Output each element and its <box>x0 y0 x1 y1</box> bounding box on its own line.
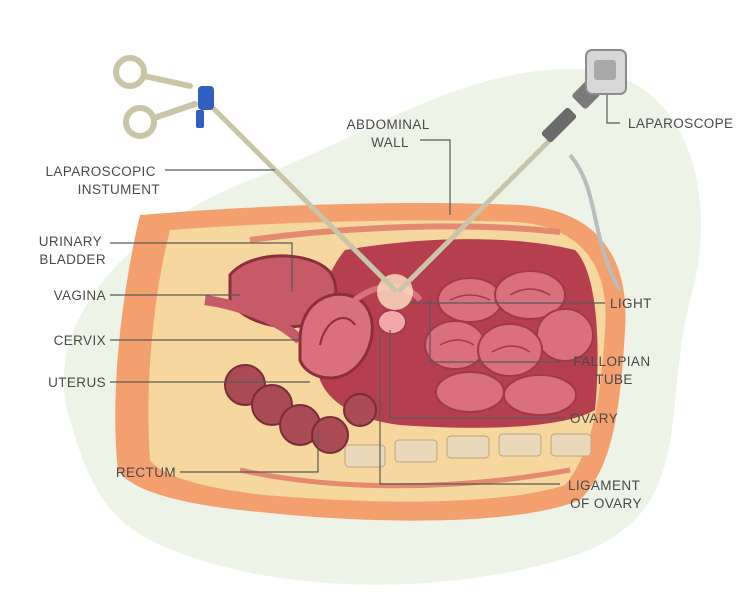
vagina <box>204 295 304 344</box>
label-abdominal-wall: ABDOMINAL WALL <box>347 117 434 150</box>
label-laparoscope: LAPAROSCOPE <box>628 116 733 131</box>
label-ligament-of-ovary: LIGAMENT OF OVARY <box>568 478 644 511</box>
label-uterus: UTERUS <box>48 375 106 390</box>
label-fallopian-tube: FALLOPIAN TUBE <box>573 354 654 387</box>
spine <box>344 433 592 468</box>
label-vagina: VAGINA <box>54 288 106 303</box>
label-light: LIGHT <box>610 296 652 311</box>
intestines <box>424 270 594 416</box>
instrument-handle-blue <box>198 86 214 110</box>
body-cross-section <box>115 203 626 521</box>
back-muscle <box>239 467 571 489</box>
label-cervix: CERVIX <box>54 333 106 348</box>
light-cable <box>568 153 622 292</box>
laparoscope <box>397 49 627 293</box>
ovary <box>377 309 407 335</box>
rectum <box>224 364 377 454</box>
uterine-cavity <box>319 316 356 346</box>
leader-lines <box>110 95 620 485</box>
labels: LAPAROSCOPIC INSTUMENT ABDOMINAL WALL LA… <box>39 116 733 511</box>
label-ovary: OVARY <box>570 411 618 426</box>
laparoscopic-instrument <box>113 55 398 293</box>
label-rectum: RECTUM <box>116 465 176 480</box>
label-urinary-bladder: URINARY BLADDER <box>39 234 106 267</box>
label-laparoscopic-instrument: LAPAROSCOPIC INSTUMENT <box>46 164 160 197</box>
uterus <box>298 292 374 380</box>
abdominal-wall-muscle <box>249 223 561 243</box>
